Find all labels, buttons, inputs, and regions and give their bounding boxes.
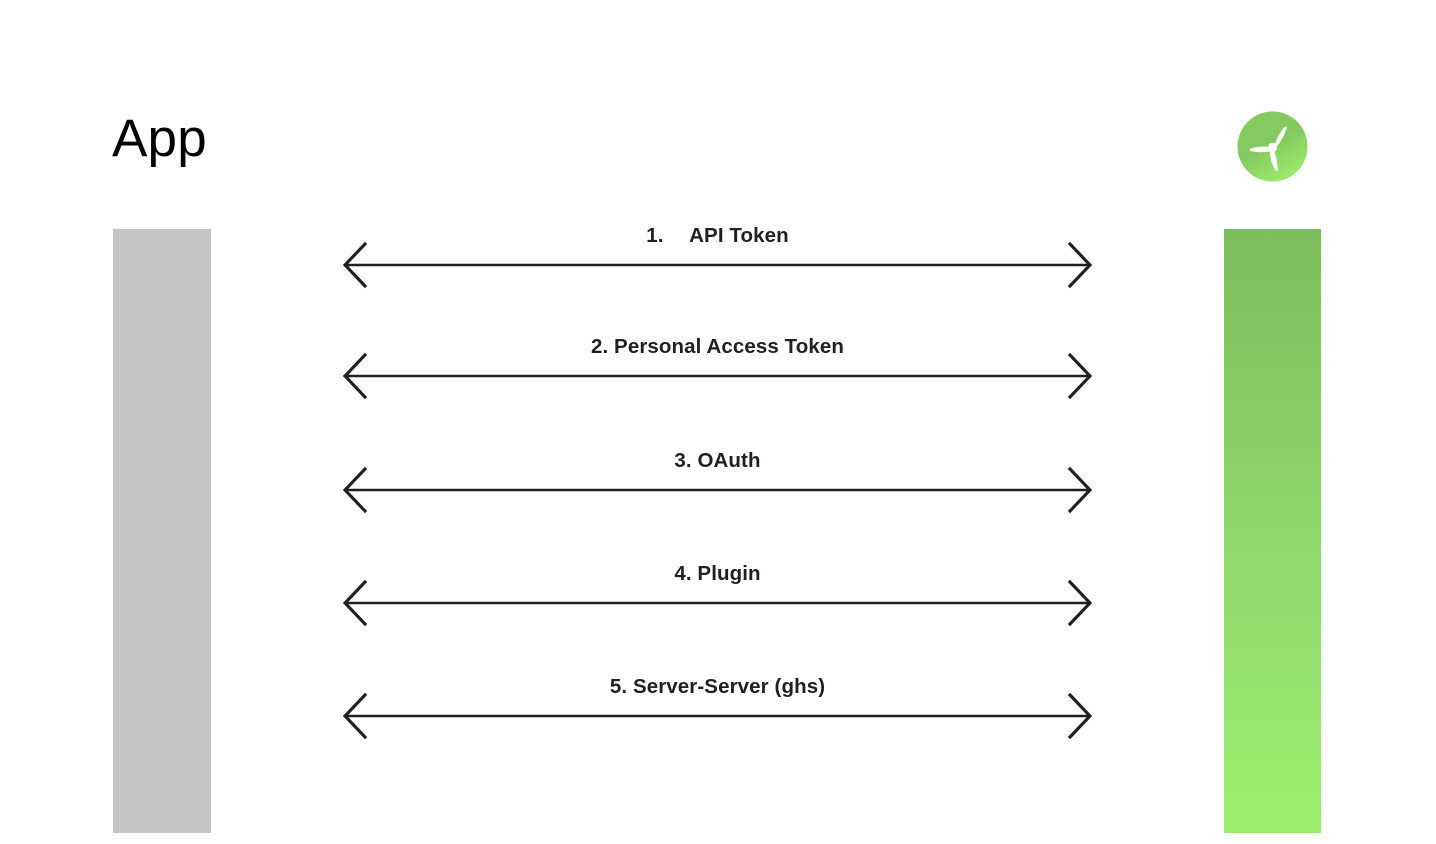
propeller-logo-icon <box>1236 110 1309 183</box>
service-lifeline-bar <box>1224 229 1321 833</box>
bidirectional-arrow-icon <box>342 352 1093 400</box>
page-title: App <box>112 109 207 168</box>
app-lifeline-bar <box>113 229 211 833</box>
bidirectional-arrow-icon <box>342 579 1093 627</box>
bidirectional-arrow-icon <box>342 466 1093 514</box>
message-label-personal-access-token: 2. Personal Access Token <box>590 335 845 359</box>
bidirectional-arrow-icon <box>342 241 1093 289</box>
message-label-oauth: 3. OAuth <box>674 449 761 473</box>
message-label-api-token: 1. API Token <box>646 224 789 248</box>
bidirectional-arrow-icon <box>342 692 1093 740</box>
message-label-server-server-ghs: 5. Server-Server (ghs) <box>609 675 826 699</box>
message-label-plugin: 4. Plugin <box>674 562 761 586</box>
